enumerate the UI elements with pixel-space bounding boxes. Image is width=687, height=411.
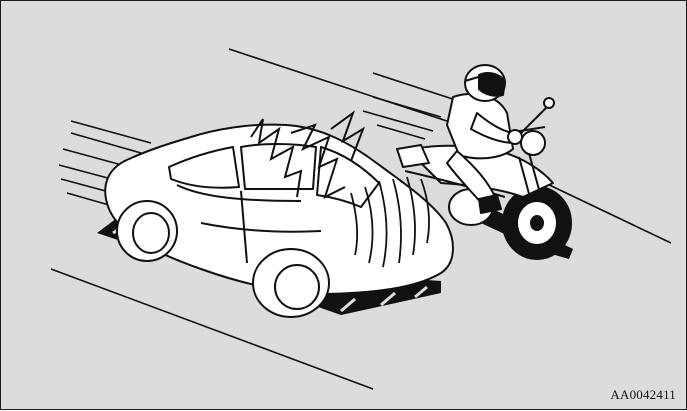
figure-code: AA0042411 [610, 387, 676, 403]
motorcycle-speed-lines [363, 97, 441, 139]
